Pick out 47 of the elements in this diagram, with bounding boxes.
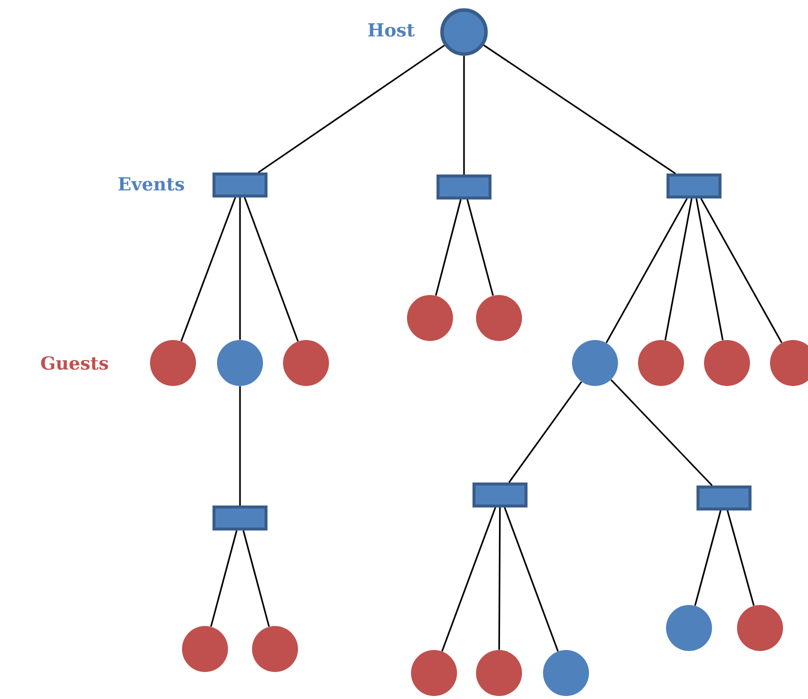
connector-line [210,530,238,627]
guest-circle [572,340,618,386]
connector-line [498,508,501,650]
guest-circle [737,605,783,651]
guest-circle [411,650,457,696]
connector-line [258,44,445,174]
connector-line [694,510,722,606]
connector-line [508,381,582,483]
connector-line [726,510,755,606]
connector-line [244,197,299,342]
event-box [212,172,268,198]
connector-line [239,386,241,506]
connector-line [463,56,465,174]
guest-circle [638,340,684,386]
guest-circle [407,295,453,341]
guest-circle [182,626,228,672]
guest-circle [283,340,329,386]
guest-circle [666,605,712,651]
connector-line [664,198,692,340]
host-circle [440,8,488,56]
event-box [436,174,492,200]
connector-line [242,530,270,627]
connector-line [606,198,688,344]
connector-line [610,379,713,486]
connector-line [180,197,236,342]
guest-circle [252,626,298,672]
guest-circle [150,340,196,386]
connector-line [700,198,782,344]
level-label: Events [118,177,184,191]
event-box [472,482,528,508]
guest-circle [476,295,522,341]
connector-line [504,507,559,652]
connector-line [239,198,241,340]
connector-line [483,44,676,174]
connector-line [696,198,724,340]
connector-line [466,199,494,296]
guest-circle [476,650,522,696]
guest-circle [704,340,750,386]
event-box [212,506,268,530]
event-box [696,486,752,510]
guest-circle [543,650,589,696]
event-box [666,174,722,198]
guest-circle [217,340,263,386]
connector-line [441,507,496,652]
level-label: Guests [41,356,108,370]
level-label: Host [368,23,415,37]
connector-line [435,199,462,296]
